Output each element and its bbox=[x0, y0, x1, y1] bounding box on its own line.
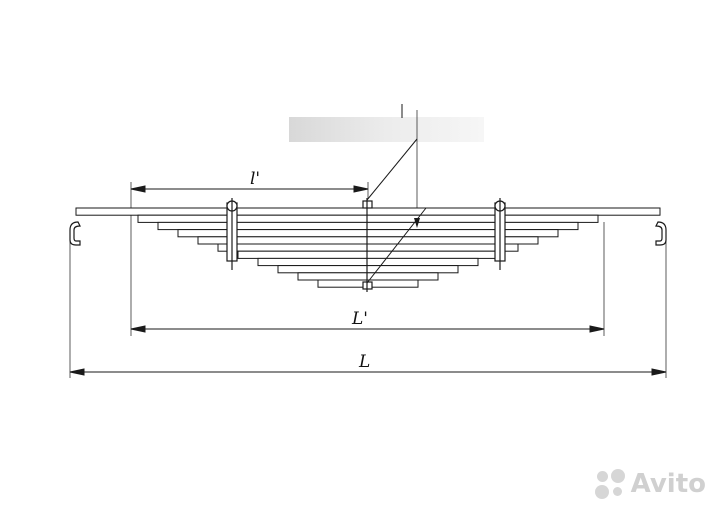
spring-leaf bbox=[137, 214, 599, 223]
watermark-text: Avito bbox=[630, 469, 706, 499]
spring-leaf bbox=[197, 236, 539, 245]
label-small-span: l' bbox=[250, 169, 260, 189]
avito-dots-icon bbox=[594, 469, 625, 499]
spring-clamps bbox=[226, 198, 506, 292]
left-eye bbox=[69, 221, 81, 246]
right-eye bbox=[655, 221, 667, 246]
leader-arrowhead bbox=[414, 218, 420, 228]
spring-leaves bbox=[75, 207, 661, 288]
spring-eyes bbox=[69, 221, 667, 246]
spring-leaf bbox=[157, 221, 579, 231]
left-clamp bbox=[226, 198, 238, 270]
dimension-lines bbox=[69, 185, 667, 376]
spring-leaf bbox=[75, 207, 661, 216]
spring-leaf bbox=[237, 250, 499, 259]
center-bolt bbox=[362, 198, 373, 292]
spring-leaf bbox=[297, 272, 439, 281]
redacted-label-box bbox=[289, 117, 484, 142]
right-clamp bbox=[494, 198, 506, 270]
label-inner-span: L' bbox=[351, 309, 368, 329]
avito-watermark: Avito bbox=[594, 469, 706, 499]
spring-leaf bbox=[217, 243, 519, 252]
label-total-length: L bbox=[358, 352, 370, 372]
spring-leaf bbox=[277, 265, 459, 274]
spring-leaf bbox=[257, 257, 479, 267]
